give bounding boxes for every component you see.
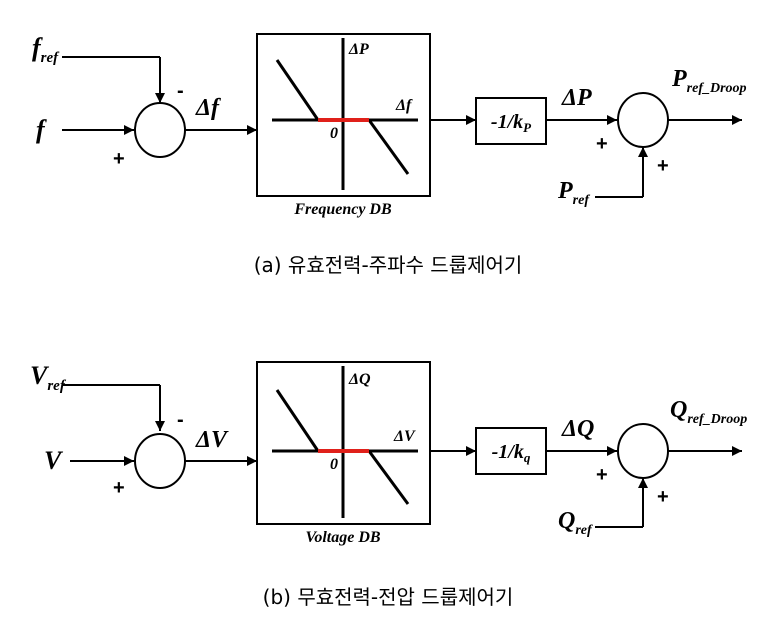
sum4-plus-left: + [596,464,608,486]
f-input-label: f [36,115,47,144]
pref-label: Pref [557,178,590,208]
delta-p-label: ΔP [561,85,592,111]
sum1-minus-sign: - [177,80,184,102]
gain-label: -1/kP [491,111,532,135]
diagram-a: fref - f + Δf ΔP Δf 0 Frequency DB -1/kP… [32,33,747,277]
sum4-plus-bottom: + [657,486,669,508]
sum3-plus-sign: + [113,477,125,499]
deadband-caption-b: Voltage DB [305,529,380,546]
deadband-y-label: ΔP [348,41,369,58]
sum2-plus-bottom: + [657,155,669,177]
sum3-junction [134,433,186,489]
deadband-curve-left-b [275,389,320,452]
sum2-plus-left: + [596,133,608,155]
v-input-label: V [44,446,64,475]
output-label-b: Qref_Droop [670,397,747,427]
fref-label: fref [32,33,60,66]
caption-b: (b) 무효전력-전압 드룹제어기 [263,585,514,609]
delta-f-label: Δf [195,95,221,121]
sum3-minus-sign: - [177,409,184,431]
vref-label: Vref [30,361,67,394]
sum2-junction [617,92,669,148]
gain-block-b [475,427,547,475]
deadband-origin-label-b: 0 [330,456,338,473]
output-label: Pref_Droop [671,66,747,96]
deadband-curve-left [275,59,320,121]
gain-block [475,97,547,145]
deadband-x-label: Δf [395,97,413,114]
deadband-x-label-b: ΔV [393,428,416,445]
deadband-caption: Frequency DB [293,201,392,218]
deadband-origin-label: 0 [330,125,338,142]
delta-v-label: ΔV [195,427,229,453]
deadband-y-label-b: ΔQ [348,371,371,388]
qref-label: Qref [558,508,593,538]
deadband-curve-right [367,119,410,175]
delta-q-label: ΔQ [561,416,594,442]
gain-label-b: -1/kq [492,441,531,465]
caption-a: (a) 유효전력-주파수 드룹제어기 [254,253,523,277]
sum1-junction [134,102,186,158]
diagram-b: Vref - V + ΔV ΔQ ΔV 0 Voltage DB -1/kq Δ… [30,361,747,609]
sum1-plus-sign: + [113,148,125,170]
deadband-curve-right-b [367,450,410,505]
sum4-junction [617,423,669,479]
